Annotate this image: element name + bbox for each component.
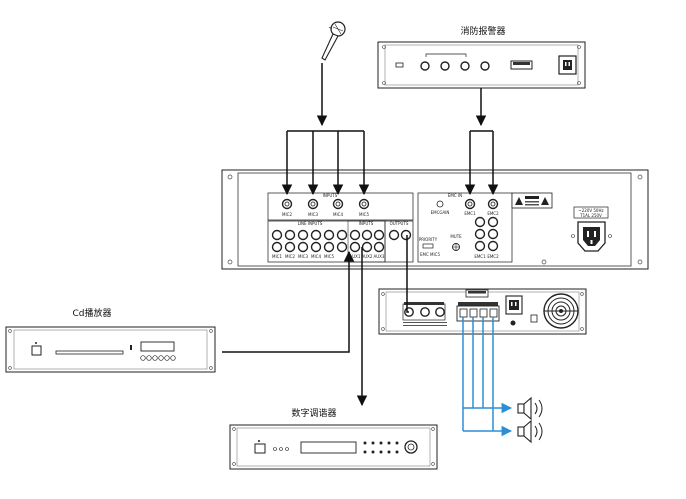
line-label: MIC1	[272, 254, 282, 259]
priority-label: PRIORITY	[419, 237, 438, 242]
speaker-icon	[517, 396, 543, 421]
warning-plate	[511, 192, 553, 209]
digital-tuner-label: 数字调谐器	[291, 407, 336, 419]
fan-icon	[543, 293, 579, 329]
line-label: MIC2	[285, 254, 295, 259]
emc-bottom-label: EMC1	[474, 254, 486, 259]
mic-connection	[281, 63, 370, 196]
mic-top-label: MIC4	[333, 212, 343, 217]
aux-label: AUX3	[374, 254, 385, 259]
emc-label: EMC1	[464, 211, 476, 216]
inputs2-label: INPUTS	[359, 221, 374, 226]
emc-bottom-label: EMC2	[487, 254, 499, 259]
mic-top-label: MIC3	[308, 212, 318, 217]
power-socket-icon	[571, 221, 612, 252]
alarm-connection	[464, 88, 499, 196]
line-label: MIC5	[324, 254, 334, 259]
digital-tuner-device: 数字调谐器	[229, 407, 438, 470]
fire-alarm-label: 消防报警器	[460, 25, 505, 37]
power-socket-icon	[558, 55, 577, 75]
priority-sub-label: EMC MIC5	[420, 252, 440, 257]
emc-gain-label: EMCGAIN	[431, 210, 450, 215]
emc-label: EMC2	[487, 211, 499, 216]
speaker-icon	[517, 419, 543, 444]
microphone-icon	[321, 21, 346, 61]
inputs-top-label: INPUTS	[323, 193, 338, 198]
speaker-connection	[462, 317, 513, 437]
mixer-amplifier: INPUTS LINE INPUTS INPUTS OUTPUTS MIC2 M…	[221, 169, 649, 270]
power-rating-label: ~220V 50Hz	[578, 208, 603, 213]
fire-alarm-device: 消防报警器	[377, 25, 586, 89]
cd-player-label: Cd播放器	[73, 307, 112, 319]
mute-label: MUTE	[450, 234, 462, 239]
mic-input-jacks: MIC2 MIC3 MIC4 MIC5	[281, 198, 369, 217]
line-input-jacks: MIC1 MIC2 MIC3 MIC4 MIC5 AUX1 AUX2 AUX3	[271, 229, 412, 259]
power-socket-icon	[505, 295, 523, 315]
line-label: MIC3	[298, 254, 308, 259]
outputs-label: OUTPUTS	[390, 221, 409, 226]
emc-section: EMC IN EMCGAIN EMC1 EMC2 PRIORITY EMC MI…	[417, 192, 513, 263]
aux-label: AUX2	[362, 254, 373, 259]
mic-top-label: MIC2	[282, 212, 292, 217]
aux-label: AUX1	[350, 254, 361, 259]
line-label: MIC4	[311, 254, 321, 259]
emc-in-label: EMC IN	[448, 193, 462, 198]
power-fuse-label: T1AL 250V	[579, 213, 602, 218]
mic-top-label: MIC5	[359, 212, 369, 217]
cd-player-device: Cd播放器	[5, 307, 216, 373]
output-connection	[406, 235, 409, 313]
cd-connection	[222, 250, 355, 353]
line-inputs-label: LINE INPUTS	[298, 221, 323, 226]
